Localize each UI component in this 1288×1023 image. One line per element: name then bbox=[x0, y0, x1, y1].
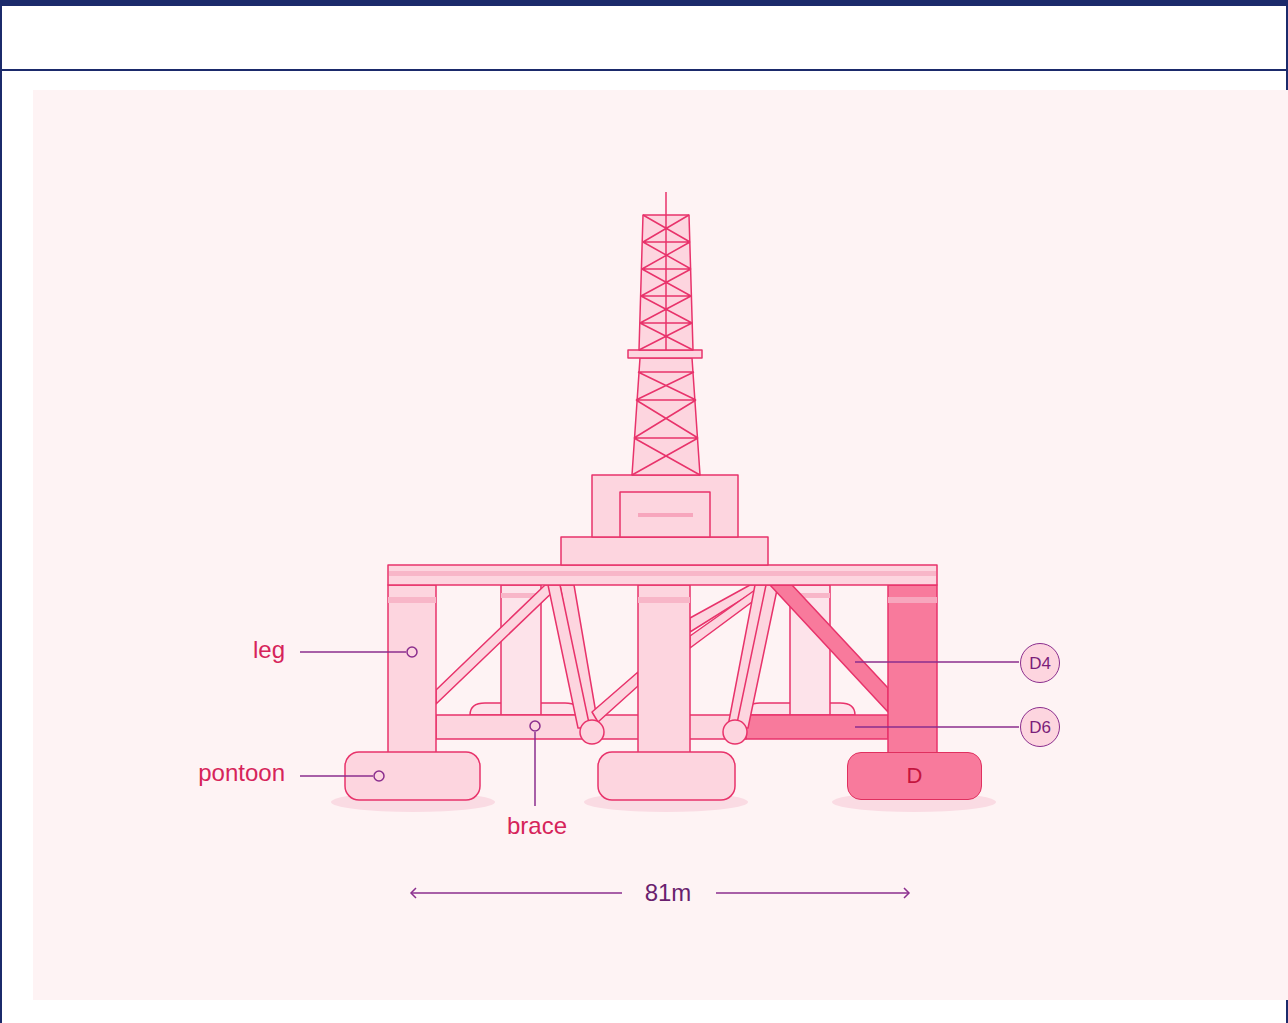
frame-bar bbox=[0, 0, 1288, 6]
callout-circle: D6 bbox=[1020, 707, 1060, 747]
part-name: brace bbox=[507, 813, 567, 839]
callout-number: D6 bbox=[1029, 719, 1051, 736]
dimension-label: 81m bbox=[641, 880, 696, 906]
leader-lines bbox=[300, 647, 1019, 806]
pontoon-highlighted: D bbox=[847, 752, 982, 800]
part-name: leg bbox=[253, 637, 285, 663]
panel bbox=[33, 90, 1288, 1000]
part-name: pontoon bbox=[198, 760, 285, 786]
callout-number: D4 bbox=[1029, 655, 1051, 672]
part-letter: D bbox=[907, 765, 923, 787]
callout-circle: D4 bbox=[1020, 643, 1060, 683]
